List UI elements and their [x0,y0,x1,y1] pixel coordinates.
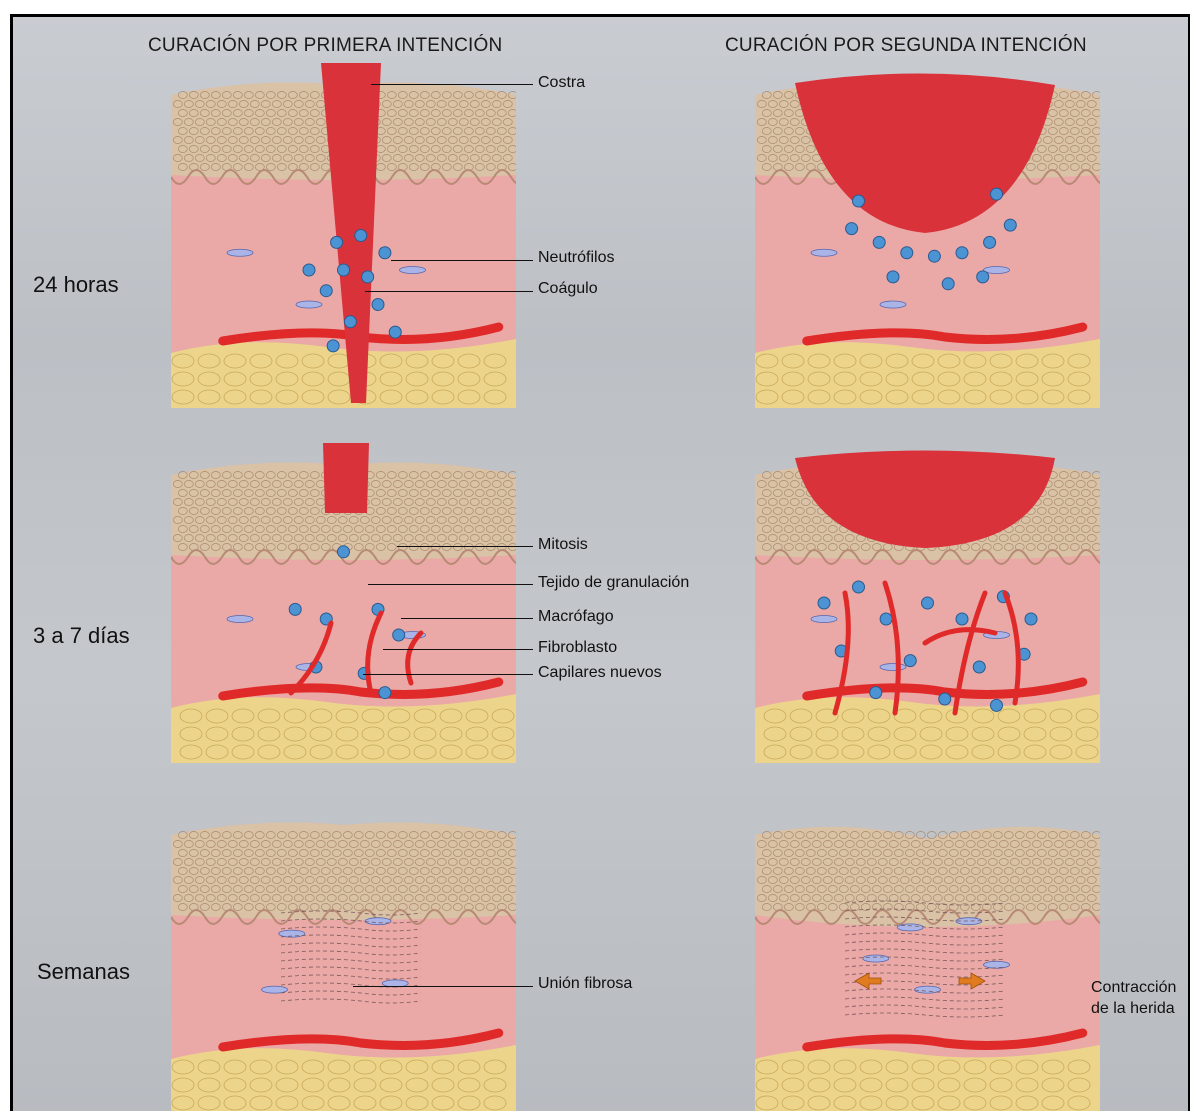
immune-cell [928,250,940,262]
label-fibroblasto: Fibroblasto [538,639,617,657]
immune-cell [379,687,391,699]
immune-cell [362,271,374,283]
fibroblast [880,301,906,308]
fibroblast [227,616,253,623]
epidermal-cell [927,832,936,839]
immune-cell [320,285,332,297]
label-mitosis: Mitosis [538,536,588,554]
scab-small [323,443,369,513]
fibroblast [365,918,391,925]
label-contraccion-2: de la herida [1091,1000,1175,1018]
immune-cell [1025,613,1037,625]
immune-cell [973,661,985,673]
leader-neutrofilos [391,260,533,261]
immune-cell [846,223,858,235]
immune-cell [873,236,885,248]
stage-label-semanas: Semanas [37,959,130,985]
fibroblast [811,249,837,256]
fat-layer [171,339,516,408]
fat-layer [755,339,1100,408]
leader-macrofago [401,618,533,619]
fat-layer [171,694,516,763]
panel-segunda-semanas [755,803,1100,1111]
fibroblast [811,616,837,623]
label-costra: Costra [538,74,585,92]
panel-primera-24h [171,63,516,408]
fibroblast [227,249,253,256]
figure-frame: CURACIÓN POR PRIMERA INTENCIÓN CURACIÓN … [10,14,1190,1111]
immune-cell [303,264,315,276]
immune-cell [389,326,401,338]
label-neutrofilos: Neutrófilos [538,249,614,267]
tissue [171,823,516,1111]
leader-fibroblasto [383,649,533,650]
tissue [755,827,1100,1111]
immune-cell [289,603,301,615]
immune-cell [355,230,367,242]
immune-cell [344,316,356,328]
immune-cell [887,271,899,283]
header-primera-intencion: CURACIÓN POR PRIMERA INTENCIÓN [148,35,502,57]
panel-segunda-3-7d [755,443,1100,763]
background-text [23,412,27,429]
immune-cell [853,581,865,593]
immune-cell [331,236,343,248]
immune-cell [818,597,830,609]
immune-cell [984,236,996,248]
panel-primera-semanas [171,803,516,1111]
stage-label-3-7d: 3 a 7 días [33,623,130,649]
immune-cell [1004,219,1016,231]
immune-cell [338,264,350,276]
immune-cell [327,340,339,352]
immune-cell [901,247,913,259]
immune-cell [977,271,989,283]
fibroblast [880,664,906,671]
label-contraccion-1: Contracción [1091,979,1176,997]
fibroblast [262,986,288,993]
leader-union [353,986,533,987]
immune-cell [991,188,1003,200]
header-segunda-intencion: CURACIÓN POR SEGUNDA INTENCIÓN [725,35,1087,57]
label-tejido-granulacion: Tejido de granulación [538,574,689,592]
fat-layer [755,694,1100,763]
leader-mitosis [397,546,533,547]
immune-cell [338,546,350,558]
panel-segunda-24h [755,63,1100,408]
label-capilares-nuevos: Capilares nuevos [538,664,662,682]
immune-cell [853,195,865,207]
immune-cell [904,655,916,667]
immune-cell [922,597,934,609]
fibroblast [984,961,1010,968]
label-union-fibrosa: Unión fibrosa [538,975,632,993]
immune-cell [991,699,1003,711]
immune-cell [870,687,882,699]
label-coagulo: Coágulo [538,280,598,298]
leader-tejido [368,584,533,585]
immune-cell [393,629,405,641]
label-macrofago: Macrófago [538,608,614,626]
immune-cell [939,693,951,705]
leader-capilares [363,674,533,675]
immune-cell [379,247,391,259]
immune-cell [956,613,968,625]
immune-cell [880,613,892,625]
leader-costra [371,84,533,85]
immune-cell [956,247,968,259]
immune-cell [372,299,384,311]
fibroblast [400,267,426,274]
stage-label-24h: 24 horas [33,272,119,298]
fibroblast [296,301,322,308]
fibroblast [863,955,889,962]
panel-primera-3-7d [171,443,516,763]
leader-coagulo [365,291,533,292]
immune-cell [942,278,954,290]
